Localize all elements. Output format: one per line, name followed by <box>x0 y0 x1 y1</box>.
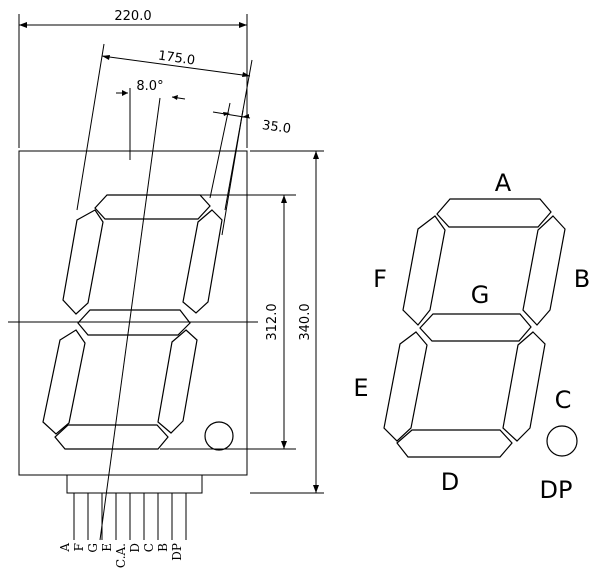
label-segment-b: B <box>574 265 590 293</box>
pin-label-c: C <box>142 543 156 552</box>
right-seg-c <box>502 331 546 442</box>
pin-label-dp: DP <box>170 543 184 561</box>
right-seg-dp <box>546 425 578 457</box>
pin-label-b: B <box>156 543 170 552</box>
dim-digit-width: 175.0 <box>157 49 196 69</box>
dim-slant-angle: 8.0° <box>136 79 163 94</box>
label-segment-dp: DP <box>540 476 573 504</box>
label-segment-c: C <box>555 386 572 414</box>
label-segment-f: F <box>373 265 387 293</box>
label-segment-g: G <box>471 281 490 309</box>
pin-label-d: D <box>128 543 142 553</box>
left-seg-b <box>182 209 223 314</box>
label-segment-d: D <box>441 468 459 496</box>
label-segment-e: E <box>353 374 368 402</box>
right-seg-a <box>436 198 552 228</box>
slant-centerline <box>99 97 161 541</box>
dim-digit-height: 312.0 <box>265 303 280 340</box>
dim-total-width: 220.0 <box>114 9 151 24</box>
left-seg-dp <box>204 421 234 451</box>
dim-digit-offset: 35.0 <box>261 118 292 137</box>
left-seg-f <box>62 209 104 315</box>
left-seg-e <box>42 329 86 435</box>
segment-map: A B F G E C D DP <box>353 169 590 504</box>
right-seg-f <box>402 215 446 326</box>
dim-total-height: 340.0 <box>298 303 313 340</box>
pin-label-g: G <box>86 543 100 553</box>
right-seg-e <box>383 331 428 442</box>
pin-legs <box>73 493 187 540</box>
pin-label-ca: C.A. <box>114 543 128 568</box>
pin-label-f: F <box>72 543 86 551</box>
left-seg-d <box>54 424 169 450</box>
left-digit <box>42 194 234 451</box>
package-body <box>18 150 248 476</box>
left-seg-a <box>94 194 211 220</box>
pin-label-a: A <box>58 543 72 553</box>
right-seg-b <box>522 215 566 326</box>
package-tab <box>66 475 203 494</box>
package-view: A F G E C.A. D C B DP 220.0 <box>8 9 324 568</box>
right-seg-g <box>419 313 532 342</box>
pin-label-e: E <box>100 543 114 552</box>
left-seg-c <box>157 329 198 434</box>
right-seg-d <box>396 429 513 458</box>
label-segment-a: A <box>495 169 512 197</box>
